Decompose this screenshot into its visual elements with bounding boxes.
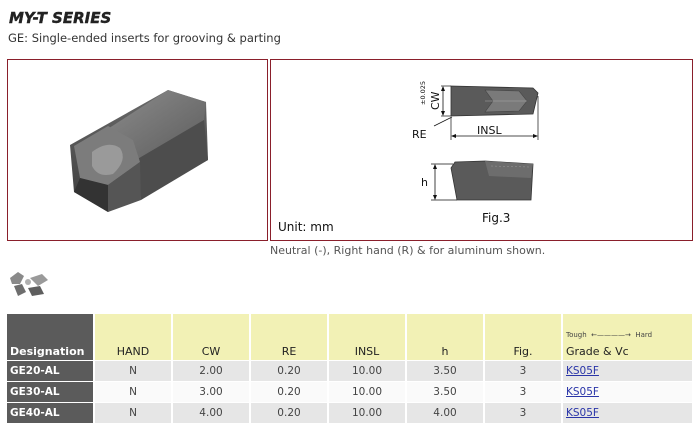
grade-cell: KS05F xyxy=(562,381,694,403)
grade-column-title: Grade & Vc xyxy=(566,345,629,358)
hand-cell: N xyxy=(94,360,173,382)
designation-cell: GE30-AL xyxy=(7,381,95,403)
column-header-re: RE xyxy=(250,314,329,361)
insert-photo-panel xyxy=(7,59,268,241)
insert-thumbnail-icon xyxy=(10,272,48,296)
h-label: h xyxy=(421,176,428,189)
hand-cell: N xyxy=(94,381,173,403)
column-header-fig: Fig. xyxy=(484,314,563,361)
cw-label: CW xyxy=(429,91,442,110)
h-cell: 3.50 xyxy=(406,360,485,382)
fig-cell: 3 xyxy=(484,360,563,382)
series-logo-text: MY-T SERIES xyxy=(9,9,111,26)
grade-cell: KS05F xyxy=(562,360,694,382)
cw-tolerance-label: ±0.025 xyxy=(419,81,427,105)
fig-cell: 3 xyxy=(484,402,563,423)
insl-label: INSL xyxy=(477,124,502,137)
column-header-hand: HAND xyxy=(94,314,173,361)
column-header-insl: INSL xyxy=(328,314,407,361)
column-header-cw: CW xyxy=(172,314,251,361)
column-header-designation: Designation xyxy=(7,314,95,361)
figure-label: Fig.3 xyxy=(482,211,511,225)
dimension-diagram: CW ±0.025 RE INSL h xyxy=(412,81,539,201)
specification-table: Designation HAND CW RE INSL h Fig. Tough… xyxy=(7,314,694,423)
cw-cell: 4.00 xyxy=(172,402,251,423)
re-cell: 0.20 xyxy=(250,381,329,403)
re-cell: 0.20 xyxy=(250,402,329,423)
dimension-diagram-panel: CW ±0.025 RE INSL h Unit: mm Fig.3 xyxy=(270,59,693,241)
diagram-caption: Neutral (-), Right hand (R) & for alumin… xyxy=(270,244,546,257)
grade-link-ks05f[interactable]: KS05F xyxy=(566,365,599,377)
column-header-h: h xyxy=(406,314,485,361)
column-header-grade: Tough ←————→ Hard Grade & Vc xyxy=(562,314,694,361)
grade-scale-arrow: ←————→ xyxy=(588,331,634,339)
grade-scale-hard: Hard xyxy=(635,331,653,339)
h-cell: 3.50 xyxy=(406,381,485,403)
grade-link-ks05f[interactable]: KS05F xyxy=(566,407,599,419)
designation-cell: GE40-AL xyxy=(7,402,95,423)
insl-cell: 10.00 xyxy=(328,381,407,403)
cw-cell: 2.00 xyxy=(172,360,251,382)
table-row: GE20-AL N 2.00 0.20 10.00 3.50 3 KS05F xyxy=(7,360,694,382)
table-row: GE40-AL N 4.00 0.20 10.00 4.00 3 KS05F xyxy=(7,402,694,423)
unit-label: Unit: mm xyxy=(278,220,334,234)
fig-cell: 3 xyxy=(484,381,563,403)
insert-photo xyxy=(70,90,208,212)
page-subtitle: GE: Single-ended inserts for grooving & … xyxy=(8,31,281,45)
grade-scale-tough: Tough xyxy=(566,331,587,339)
grade-link-ks05f[interactable]: KS05F xyxy=(566,386,599,398)
insl-cell: 10.00 xyxy=(328,360,407,382)
grade-cell: KS05F xyxy=(562,402,694,423)
table-row: GE30-AL N 3.00 0.20 10.00 3.50 3 KS05F xyxy=(7,381,694,403)
insl-cell: 10.00 xyxy=(328,402,407,423)
re-label: RE xyxy=(412,128,427,141)
re-cell: 0.20 xyxy=(250,360,329,382)
cw-cell: 3.00 xyxy=(172,381,251,403)
designation-cell: GE20-AL xyxy=(7,360,95,382)
hand-cell: N xyxy=(94,402,173,423)
series-logo: MY-T SERIES xyxy=(9,9,112,26)
table-header-row: Designation HAND CW RE INSL h Fig. Tough… xyxy=(7,314,694,361)
h-cell: 4.00 xyxy=(406,402,485,423)
grade-scale: Tough ←————→ Hard xyxy=(566,331,690,339)
